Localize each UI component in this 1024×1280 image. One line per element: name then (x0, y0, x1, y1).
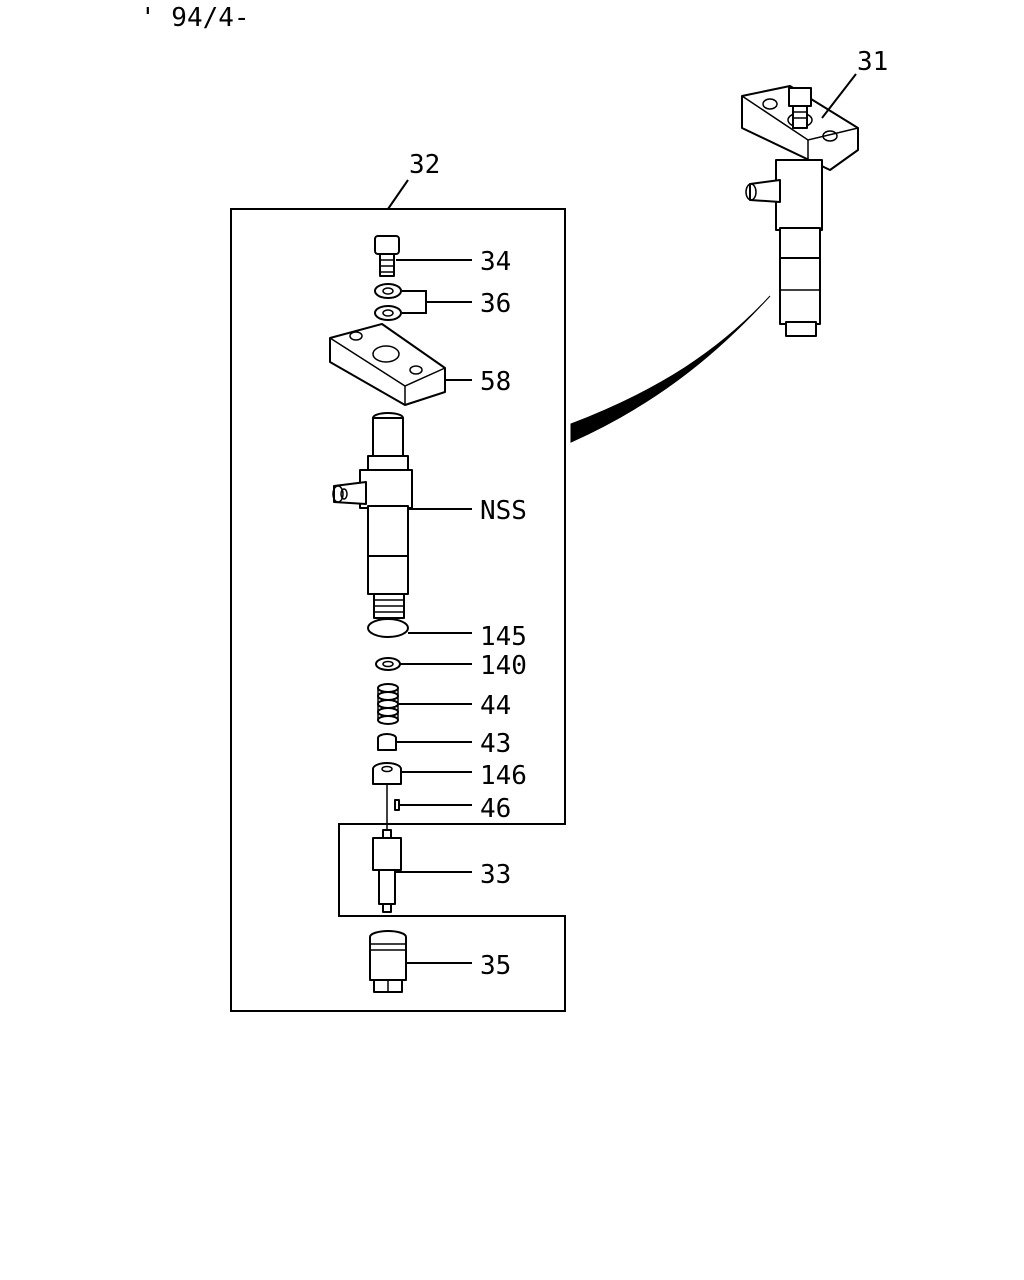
label-31: 31 (857, 47, 888, 77)
label-36: 36 (480, 289, 511, 319)
part-washer-140 (375, 657, 401, 671)
label-43: 43 (480, 729, 511, 759)
label-nss: NSS (480, 496, 527, 526)
part-injector-body (332, 412, 413, 619)
leader-31 (821, 73, 857, 119)
part-washers (374, 283, 402, 321)
label-34: 34 (480, 247, 511, 277)
part-seat (377, 733, 397, 751)
link-arrow (570, 295, 771, 443)
leader-32 (387, 179, 409, 210)
part-bolt (374, 235, 400, 277)
part-pin (394, 799, 400, 811)
part-bracket (329, 323, 446, 406)
label-58: 58 (480, 367, 511, 397)
part-spacer (372, 762, 402, 785)
label-35: 35 (480, 951, 511, 981)
label-32: 32 (409, 150, 440, 180)
part-nut (369, 930, 407, 993)
kit-frame (230, 208, 566, 1012)
label-44: 44 (480, 691, 511, 721)
part-nozzle (372, 829, 402, 913)
leader-36 (402, 290, 472, 314)
part-spring (377, 683, 399, 725)
label-146: 146 (480, 761, 527, 791)
part-o-ring (367, 618, 409, 638)
label-145: 145 (480, 622, 527, 652)
label-33: 33 (480, 860, 511, 890)
date-code: ' 94/4- (140, 3, 250, 33)
label-46: 46 (480, 794, 511, 824)
label-140: 140 (480, 651, 527, 681)
injector-assembly-drawing (741, 85, 859, 337)
